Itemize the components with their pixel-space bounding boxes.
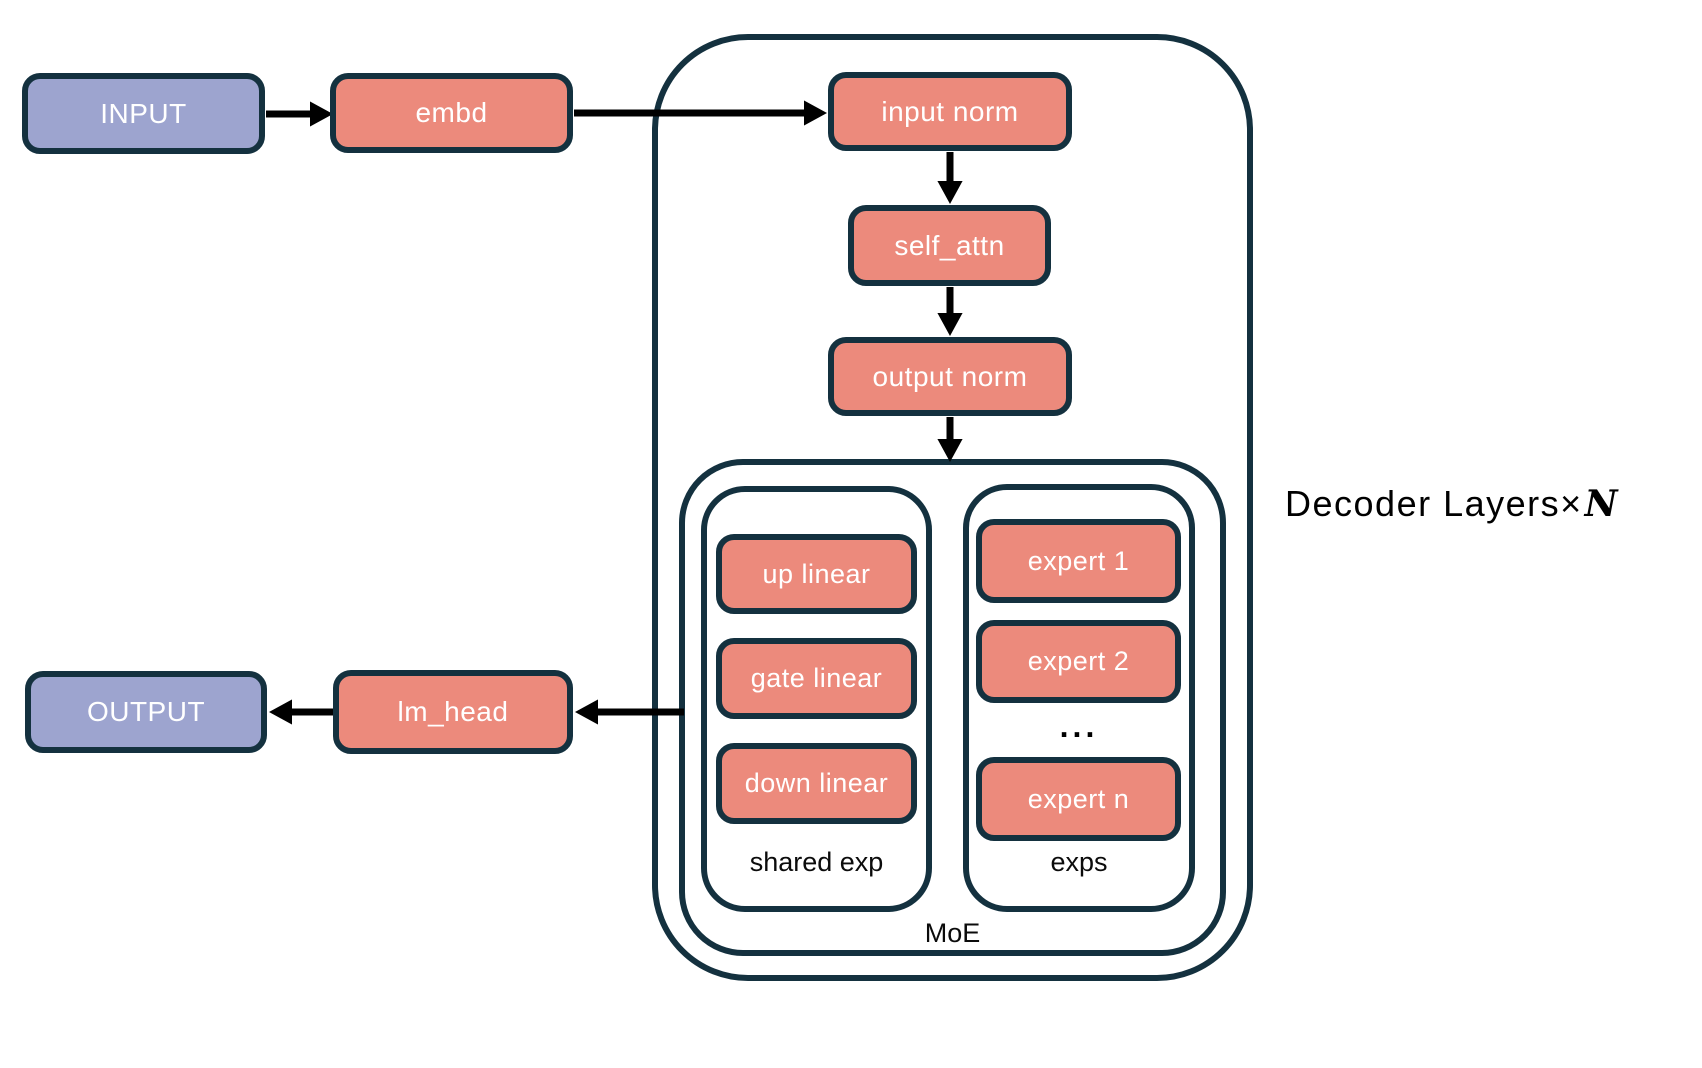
expert-2-node: expert 2 [976,620,1181,703]
shared-expert-container [701,486,932,912]
exps-label: exps [1050,847,1108,877]
n-variable: N [1584,483,1620,525]
lm-head-node-label: lm_head [397,696,509,727]
experts-ellipsis: ... [1059,708,1099,744]
input-norm-node-label: input norm [881,95,1019,127]
embd-node-label: embd [415,97,488,128]
expert-1-node: expert 1 [976,519,1181,603]
up-linear-node: up linear [716,534,917,614]
lm-head-node: lm_head [333,670,573,754]
input-node: INPUT [22,73,265,154]
times-symbol: × [1560,483,1583,524]
gate-linear-label: gate linear [750,663,883,693]
down-linear-node: down linear [716,743,917,824]
output-norm-node: output norm [828,337,1072,416]
self-attn-node: self_attn [848,205,1051,286]
expert-1-label: expert 1 [1027,545,1130,576]
experts-container [963,484,1195,912]
down-linear-label: down linear [744,768,889,798]
input-node-label: INPUT [100,97,187,129]
expert-2-label: expert 2 [1027,646,1130,676]
shared-exp-label: shared exp [749,847,884,877]
output-node: OUTPUT [25,671,267,753]
output-norm-node-label: output norm [872,360,1028,392]
decoder-layers-label: Decoder Layers×N [1285,483,1619,525]
gate-linear-node: gate linear [716,638,917,719]
decoder-layers-text: Decoder Layers [1285,483,1561,524]
embd-node: embd [330,73,573,153]
expert-n-label: expert n [1027,783,1130,814]
input-norm-node: input norm [828,72,1072,151]
self-attn-node-label: self_attn [894,229,1005,261]
moe-container [679,459,1226,956]
moe-label: MoE [924,918,981,948]
expert-n-node: expert n [976,757,1181,841]
output-node-label: OUTPUT [86,696,206,727]
up-linear-label: up linear [762,558,871,589]
decoder-layers-container [652,34,1253,981]
